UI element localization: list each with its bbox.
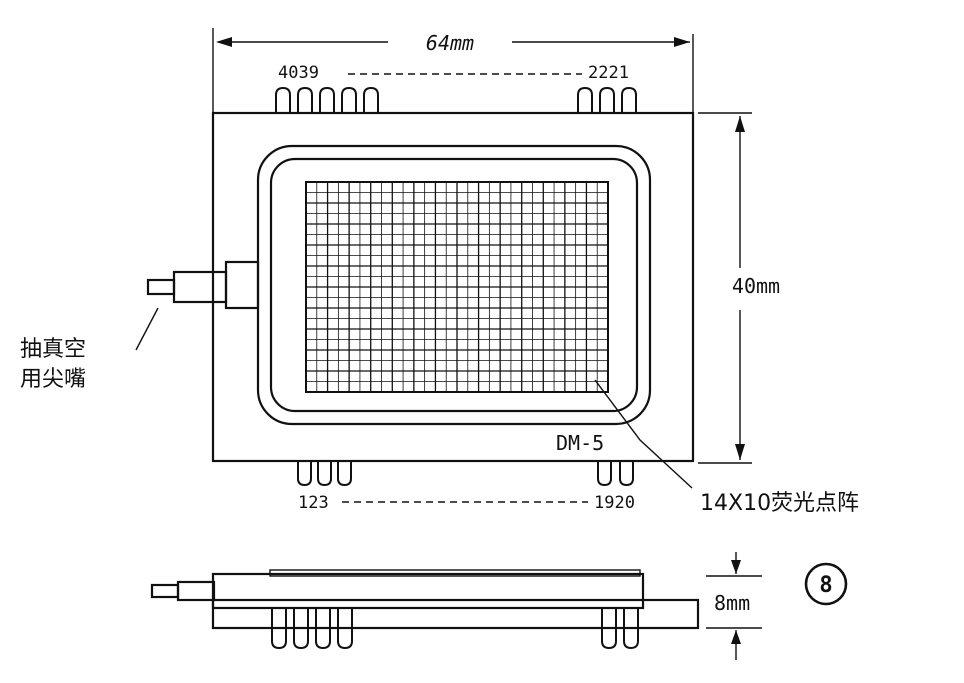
pin-label-top-left: 4039 — [278, 63, 319, 83]
arrow-down-icon — [731, 560, 741, 574]
thickness-dimension: 8mm — [706, 552, 762, 660]
pin — [317, 461, 332, 487]
arrow-down-icon — [735, 444, 745, 460]
pin-label-bottom-right: 1920 — [594, 493, 635, 513]
side-view-top-plate — [211, 572, 645, 610]
pin-label-bottom-left: 123 — [298, 493, 329, 513]
pin-label-top-right: 2221 — [588, 63, 629, 83]
pin — [297, 86, 313, 113]
model-label: DM-5 — [556, 431, 604, 455]
pin — [597, 461, 612, 487]
side-view-cover — [269, 569, 641, 577]
display-body — [211, 111, 695, 463]
pin — [577, 86, 593, 113]
nozzle-sleeve — [172, 270, 228, 304]
arrow-up-icon — [731, 630, 741, 644]
height-label: 40mm — [732, 274, 780, 298]
nozzle-leader-line — [135, 307, 159, 351]
nozzle-callout-line1: 抽真空 — [20, 337, 86, 362]
side-view-pins — [271, 608, 639, 650]
width-label: 64mm — [426, 31, 474, 55]
side-view-nozzle-sleeve — [176, 580, 216, 602]
pin — [601, 608, 617, 650]
pin — [621, 86, 637, 113]
side-view — [150, 569, 700, 650]
arrow-left-icon — [216, 37, 232, 47]
pin — [363, 86, 379, 113]
pin — [297, 461, 312, 487]
nozzle-base — [224, 260, 260, 310]
side-view-nozzle-tip — [150, 583, 180, 599]
exhaust-nozzle — [146, 260, 260, 310]
pin — [619, 461, 634, 487]
width-dimension: 64mm — [212, 28, 694, 112]
pin — [293, 608, 309, 650]
pin — [337, 608, 353, 650]
bottom-pins — [297, 461, 634, 487]
pin — [341, 86, 357, 113]
height-dimension: 40mm — [698, 112, 780, 464]
nozzle-tip — [146, 278, 176, 296]
fluorescent-dot-matrix — [305, 181, 609, 393]
pin — [315, 608, 331, 650]
side-view-bottom-plate — [211, 598, 700, 630]
pin — [623, 608, 639, 650]
arrow-right-icon — [674, 37, 690, 47]
figure-number-badge: 8 — [804, 562, 848, 606]
nozzle-callout-line2: 用尖嘴 — [20, 367, 86, 392]
arrow-up-icon — [735, 116, 745, 132]
pin — [337, 461, 352, 487]
pin — [275, 86, 291, 113]
matrix-callout: 14X10荧光点阵 — [700, 491, 859, 516]
glass-inner-frame — [269, 157, 639, 413]
pin — [599, 86, 615, 113]
matrix-leader-line — [594, 379, 693, 489]
pin — [271, 608, 287, 650]
top-pins — [275, 86, 637, 113]
thickness-label: 8mm — [714, 591, 750, 615]
figure-number: 8 — [819, 573, 832, 598]
pin — [319, 86, 335, 113]
